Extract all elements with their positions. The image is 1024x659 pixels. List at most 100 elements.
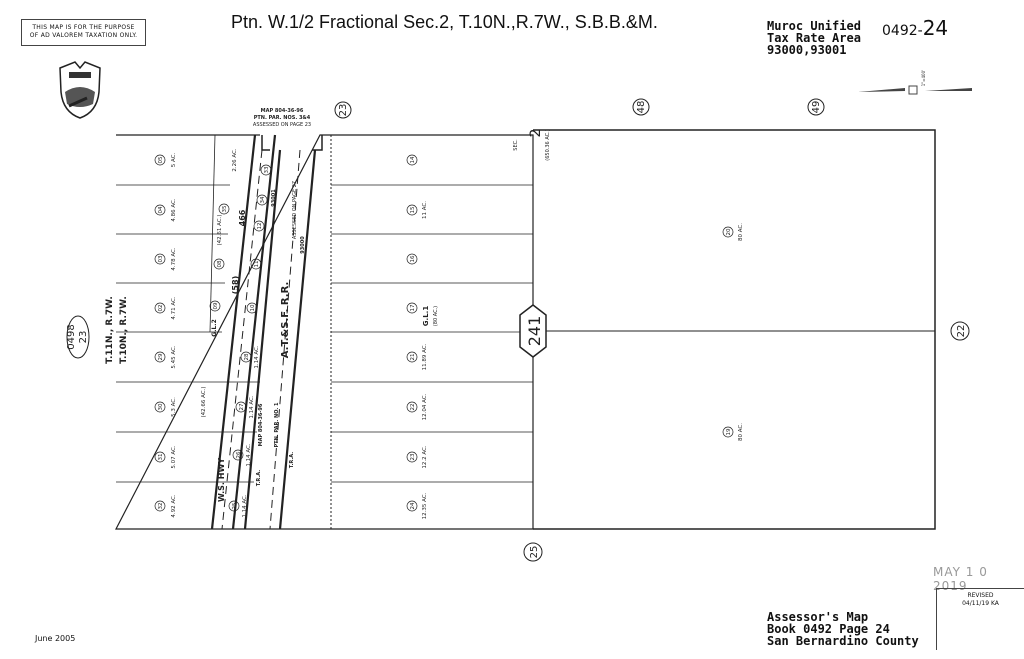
parcel-number: 29 [158, 353, 164, 360]
highway-east-edge [231, 134, 277, 530]
scale-bar: 1"=400' [858, 70, 972, 95]
parcel-lot[interactable]: 24 12.35 AC. [406, 492, 428, 519]
note-line: ASSESSED ON PAGE 23 [253, 122, 311, 128]
parcel-circle [235, 401, 247, 413]
parcel-number[interactable]: 35 [222, 205, 228, 212]
parcel-circle [154, 451, 166, 463]
parcel-number: 11 [254, 261, 260, 268]
tra-label: T.R.A. [256, 470, 262, 486]
parcel-acreage: 80 AC. [738, 223, 744, 241]
parcel-number: 24 [410, 502, 416, 509]
revision-box: REVISED 04/11/19 KA [936, 588, 1024, 650]
district: Muroc Unified [767, 19, 861, 33]
parcel-circle [406, 500, 418, 512]
revised-date: 04/11/19 KA [962, 600, 999, 607]
caption-line: Assessor's Map [767, 610, 869, 624]
note-line: PTN. PAR. NOS. 3&4 [254, 115, 311, 121]
railroad-name: A.T.&S.F. R.R. [280, 282, 291, 359]
parcel-lot[interactable]: 16 [406, 253, 418, 265]
parcel-lot[interactable]: 34 [256, 194, 268, 206]
parcel-lot[interactable]: 14 [406, 154, 418, 166]
parcel-acreage: 5.45 AC. [171, 345, 177, 369]
parcel-acreage: 80 AC. [738, 423, 744, 441]
parcel-acreage: 12.2 AC. [422, 445, 428, 469]
book-number: 0492- [882, 23, 923, 39]
parcel-circle [209, 300, 221, 312]
note-line: MAP 804-36-96 [261, 108, 304, 114]
parcel-number: 04 [158, 206, 164, 213]
parcel-lot[interactable]: 11 [250, 258, 262, 270]
parcel-acreage: 1.14 AC. [246, 443, 252, 467]
parcel-lot[interactable]: 28 1.14 AC. [240, 345, 260, 369]
parcel-acreage: 1.14 AC. [242, 494, 248, 518]
parcel-circle [154, 302, 166, 314]
parcel-number: 28 [244, 353, 250, 360]
highway-route: (58) [231, 276, 240, 294]
parcel-circle [406, 154, 418, 166]
parcel-lot[interactable]: 17 [406, 302, 418, 314]
parcel-number: 21 [410, 354, 416, 361]
section-area: (650.36 AC.) [545, 129, 551, 160]
adjoining-book: 0498 [66, 324, 77, 349]
railroad-centerline [269, 149, 301, 530]
parcel-number: 20 [726, 228, 732, 235]
parcel-number: 16 [410, 255, 416, 262]
parcel-circle [406, 302, 418, 314]
parcel-circle [722, 226, 734, 238]
assessed-note: ASSESSED ON PAGE 27 [292, 181, 298, 239]
parcel-lot[interactable]: 33 [260, 164, 272, 176]
parcel-acreage: (42.61 AC.) [217, 214, 223, 245]
adjoining-map-22: 22 [956, 325, 967, 338]
parcel-number: 32 [158, 503, 164, 510]
parcel-lot[interactable]: 10 [246, 302, 258, 314]
tax-rate-area: Muroc Unified Tax Rate Area 93000,93001 [767, 20, 861, 56]
government-lot-1: G.L.1 [422, 306, 430, 327]
parcel-circle [240, 351, 252, 363]
parcel-number[interactable]: 09 [213, 302, 219, 309]
adjoining-map-49: 49 [811, 101, 822, 114]
tra-code: 93000 [300, 236, 306, 254]
parcel-acreage: 4.78 AC. [171, 247, 177, 271]
parcel-circle [406, 204, 418, 216]
parcel-circle [228, 500, 240, 512]
parcel-acreage: 12.35 AC. [422, 492, 428, 519]
parcel-number: 05 [158, 156, 164, 163]
parcel-lot[interactable]: 12 [253, 220, 265, 232]
parcel-lot[interactable]: 29 5.45 AC. [154, 345, 177, 369]
parcel-acreage: 1.14 AC. [254, 345, 260, 369]
parcel-number: 30 [158, 403, 164, 410]
caption-line: Book 0492 Page 24 [767, 622, 890, 636]
parcel-circle [246, 302, 258, 314]
parcel-number[interactable]: 08 [217, 260, 223, 267]
parcel-lot[interactable]: 20 80 AC. [722, 223, 744, 241]
parcel-circle [154, 154, 166, 166]
parcel-circle [406, 451, 418, 463]
revised-label: REVISED [967, 592, 994, 599]
tra-label: T.R.A. [289, 452, 295, 468]
adjoining-map-48: 48 [636, 101, 647, 114]
highway-west-edge [210, 134, 257, 530]
parcel-acreage: 1.14 AC. [249, 395, 255, 419]
parcel-circle [154, 500, 166, 512]
highway-centerline [221, 149, 263, 530]
received-stamp: MAY 1 0 2019 [933, 565, 988, 593]
parcel-number: 14 [410, 156, 416, 163]
highway-route: 466 [238, 209, 247, 226]
lot-lines [116, 134, 533, 483]
